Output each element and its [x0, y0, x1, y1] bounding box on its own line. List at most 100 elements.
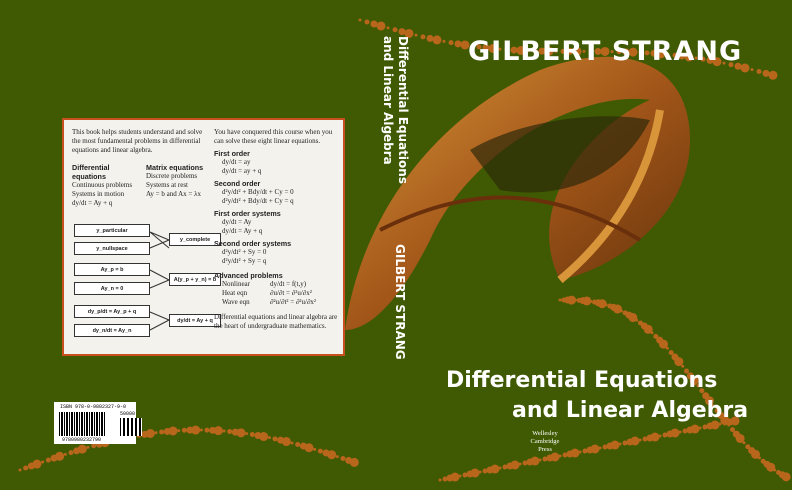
decorative-bead [672, 52, 678, 58]
decorative-bead [554, 49, 558, 53]
decorative-bead [498, 466, 502, 470]
decorative-bead [689, 376, 699, 386]
col1-line: Systems in motion [72, 190, 125, 198]
equation-line: d²y/dt² + Bdy/dt + Cy = 0 [222, 188, 294, 196]
title-line1: Differential Equations [446, 368, 718, 393]
col2-line: Systems at rest [146, 181, 188, 189]
equation-line: d²y/dt² + Sy = 0 [222, 248, 267, 256]
decorative-bead [665, 346, 669, 350]
decorative-bead [560, 48, 566, 54]
spine-title-line2: and Linear Algebra [381, 36, 395, 165]
publisher-line: Wellesley [532, 430, 558, 437]
decorative-bead [674, 357, 684, 367]
decorative-bead [448, 40, 454, 46]
decorative-bead [756, 68, 762, 74]
back-cover-panel: This book helps students understand and … [62, 118, 345, 356]
decorative-bead [745, 444, 751, 450]
advanced-name: Heat eqn [222, 289, 248, 297]
diagram-box: Ay_n = 0 [74, 282, 150, 295]
decorative-bead [699, 388, 705, 394]
decorative-bead [730, 416, 740, 426]
decorative-bead [550, 452, 560, 462]
decorative-bead [460, 40, 470, 50]
advanced-equation: dy/dt = f(t,y) [270, 280, 307, 288]
col2-line: Discrete problems [146, 172, 198, 180]
isbn-text: ISBN 978-0-9802327-9-0 [60, 404, 127, 410]
decorative-bead [656, 49, 666, 59]
decorative-bead [199, 428, 203, 432]
decorative-bead [628, 313, 638, 323]
decorative-bead [426, 34, 434, 42]
decorative-bead [682, 428, 688, 434]
decorative-bead [317, 448, 323, 454]
decorative-bead [678, 52, 686, 60]
decorative-bead [610, 50, 614, 54]
decorative-bead [45, 457, 51, 463]
decorative-bead [678, 430, 682, 434]
decorative-bead [86, 445, 90, 449]
equation-line: dy/dt = ay [222, 158, 251, 166]
decorative-bead [710, 420, 720, 430]
advanced-equation: ∂u/∂t = ∂²u/∂x² [270, 289, 312, 297]
decorative-bead [698, 426, 702, 430]
barcode-number: 9780980232790 [62, 437, 102, 443]
decorative-bead [454, 40, 462, 48]
spine-title-line1: Differential Equations [396, 36, 410, 184]
diagram-box: dy_p/dt = Ay_p + q [74, 305, 150, 318]
decorative-bead [740, 63, 750, 73]
decorative-bead [714, 408, 720, 414]
decorative-bead [644, 50, 650, 56]
decorative-bead [538, 458, 542, 462]
diagram-box: y_nullspace [74, 242, 150, 255]
decorative-bead [751, 449, 760, 459]
decorative-bead [668, 350, 674, 356]
advanced-name: Nonlinear [222, 280, 250, 288]
decorative-bead [498, 47, 502, 51]
decorative-bead [227, 429, 233, 435]
decorative-bead [482, 468, 488, 474]
decorative-bead [340, 456, 346, 462]
decorative-bead [578, 450, 582, 454]
equation-line: d²y/dt² + Bdy/dt + Cy = q [222, 197, 294, 205]
book-cover: This book helps students understand and … [0, 0, 792, 490]
decorative-bead [77, 444, 87, 454]
decorative-bead [630, 436, 640, 446]
decorative-bead [628, 47, 638, 57]
equation-line: dy/dt = Ay + q [222, 227, 263, 235]
publisher: Wellesley Cambridge Press [520, 430, 570, 454]
decorative-bead [510, 46, 518, 54]
col1-line: dy/dt = Ay + q [72, 199, 113, 207]
decorative-bead [711, 404, 715, 408]
decorative-bead [730, 427, 735, 433]
diagram-box: y_particular [74, 224, 150, 237]
decorative-bead [734, 62, 742, 70]
decorative-bead [690, 424, 700, 434]
decorative-bead [766, 462, 776, 472]
decorative-bead [154, 431, 158, 435]
decorative-bead [666, 52, 670, 56]
decorative-bead [420, 34, 426, 40]
decorative-bead [490, 464, 500, 474]
diagram-box: dy/dt = Ay + q [169, 314, 221, 327]
barcode-addon: 50000 [120, 411, 136, 417]
spine-title: Differential Equations and Linear Algebr… [380, 36, 410, 184]
decorative-bead [650, 432, 660, 442]
decorative-bead [544, 46, 554, 56]
decorative-bead [281, 437, 291, 447]
decorative-bead [335, 455, 339, 459]
decorative-bead [522, 460, 528, 466]
publisher-line: Cambridge [530, 438, 560, 445]
decorative-bead [450, 472, 460, 482]
decorative-bead [404, 28, 414, 38]
decorative-bead [700, 56, 706, 62]
decorative-bead [670, 428, 680, 438]
decorative-bead [259, 432, 269, 442]
decorative-bead [159, 429, 165, 435]
decorative-bead [597, 299, 607, 309]
decorative-bead [191, 425, 201, 435]
decorative-bead [781, 472, 791, 482]
decorative-bead [181, 427, 187, 433]
decorative-bead [622, 440, 628, 446]
barcode-bars [59, 412, 105, 436]
decorative-bead [364, 19, 370, 25]
